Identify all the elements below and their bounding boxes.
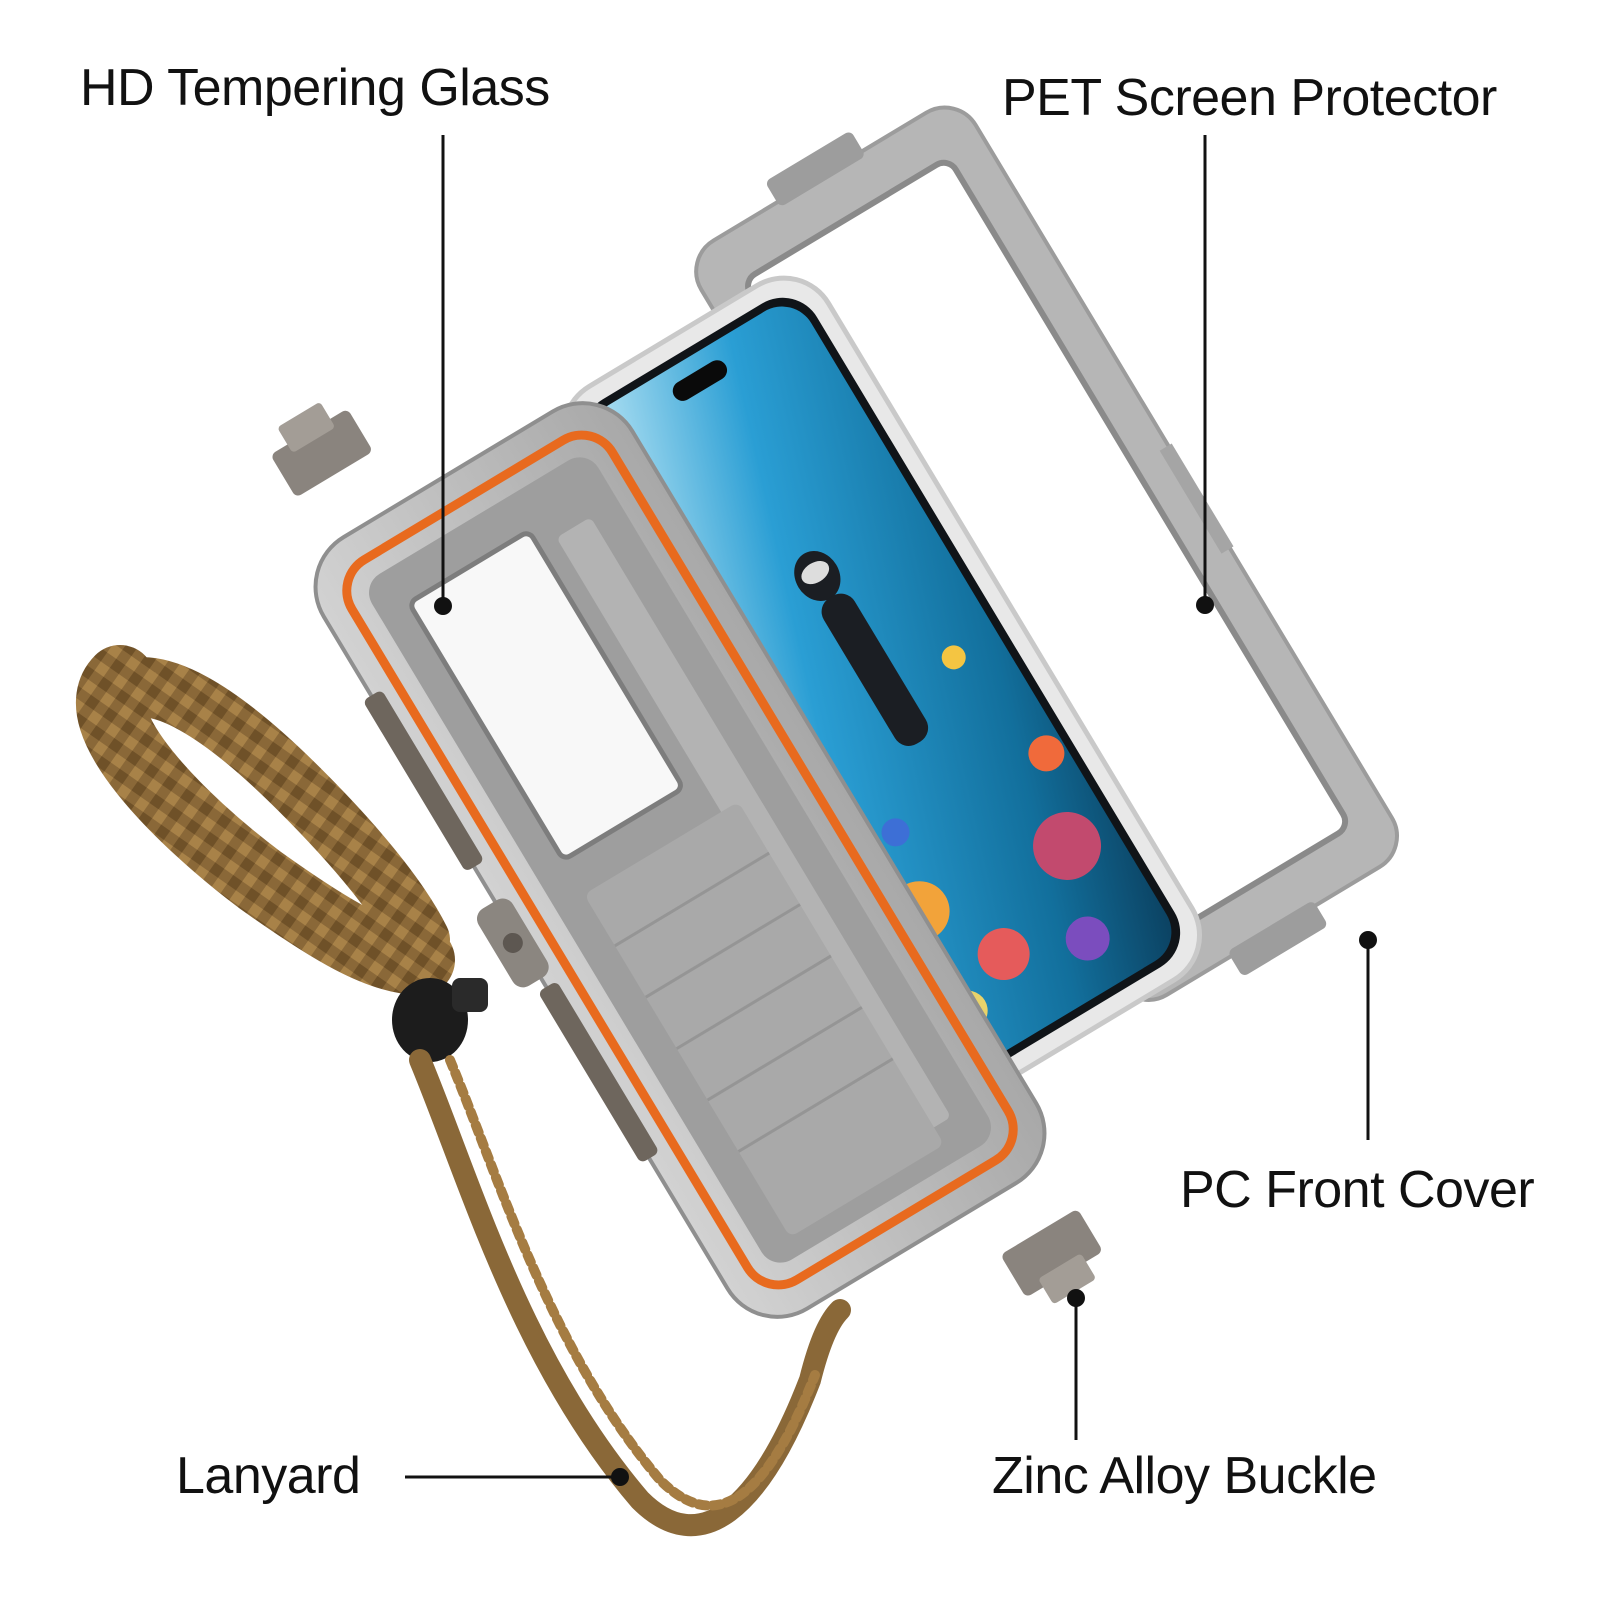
dot-glass [434, 597, 452, 615]
label-hd-tempering-glass: HD Tempering Glass [80, 59, 550, 117]
label-zinc-alloy-buckle: Zinc Alloy Buckle [992, 1447, 1377, 1505]
dot-buckle [1067, 1289, 1085, 1307]
back-case [313, 401, 1047, 1319]
phone [561, 275, 1203, 1091]
label-pc-front-cover: PC Front Cover [1180, 1161, 1535, 1219]
label-lanyard: Lanyard [176, 1447, 361, 1505]
top-buckle [272, 403, 371, 496]
dot-pet [1196, 596, 1214, 614]
leader-lines [405, 135, 1370, 1479]
dot-cover [1359, 931, 1377, 949]
zinc-alloy-buckle [1002, 1210, 1101, 1304]
dynamic-island [672, 360, 728, 401]
dot-lanyard [611, 1468, 629, 1486]
orange-seal [342, 430, 1018, 1290]
lanyard-stopper [392, 978, 468, 1062]
leader-dots [434, 596, 1377, 1486]
hd-glass-window [409, 531, 683, 860]
label-pet-screen-protector: PET Screen Protector [1002, 69, 1497, 127]
lanyard [76, 645, 851, 1537]
